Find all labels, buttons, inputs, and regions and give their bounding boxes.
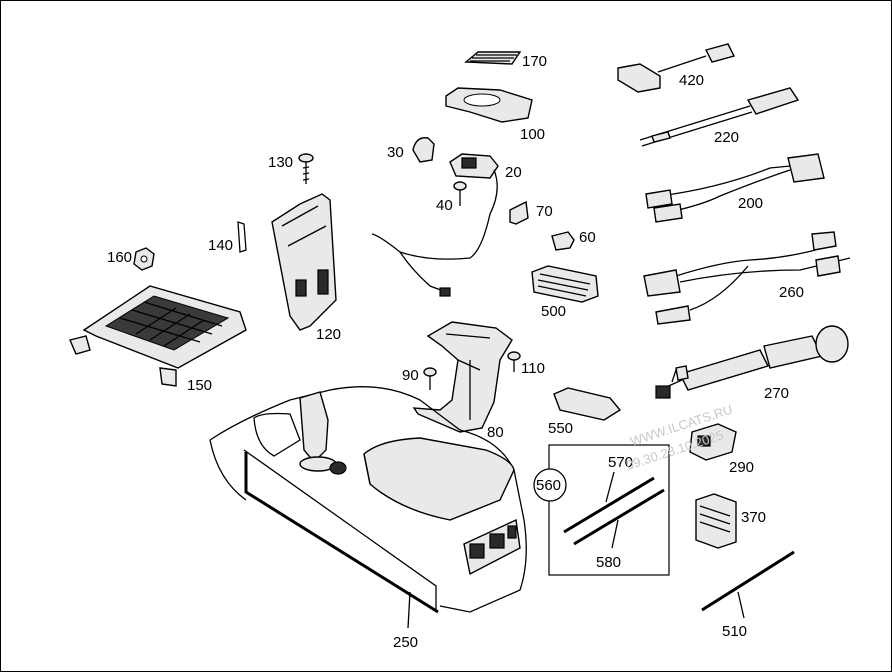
part-80-drawing[interactable]: [412, 321, 513, 433]
label-290[interactable]: 290: [729, 459, 754, 476]
part-100-drawing[interactable]: [445, 87, 533, 123]
part-370-drawing[interactable]: [695, 493, 737, 549]
label-100[interactable]: 100: [520, 126, 545, 143]
label-40[interactable]: 40: [436, 197, 453, 214]
part-70-drawing[interactable]: [509, 200, 529, 225]
label-20[interactable]: 20: [505, 164, 522, 181]
part-220-drawing[interactable]: [639, 87, 800, 147]
part-260-drawing[interactable]: [643, 231, 851, 325]
part-140-drawing[interactable]: [237, 221, 247, 253]
part-290-drawing[interactable]: [689, 423, 737, 461]
label-30[interactable]: 30: [387, 144, 404, 161]
label-200[interactable]: 200: [738, 195, 763, 212]
part-270-drawing[interactable]: [655, 325, 849, 399]
label-270[interactable]: 270: [764, 385, 789, 402]
part-160-drawing[interactable]: [133, 247, 155, 271]
part-110-drawing[interactable]: [507, 351, 521, 372]
leader-250: [407, 591, 411, 629]
label-120[interactable]: 120: [316, 326, 341, 343]
part-570-580-drawing[interactable]: [563, 471, 665, 549]
label-580[interactable]: 580: [596, 554, 621, 571]
label-370[interactable]: 370: [741, 509, 766, 526]
part-130-drawing[interactable]: [298, 153, 314, 184]
label-60[interactable]: 60: [579, 229, 596, 246]
kit-560-box: [548, 444, 670, 576]
label-570[interactable]: 570: [608, 454, 633, 471]
label-420[interactable]: 420: [679, 72, 704, 89]
label-560[interactable]: 560: [536, 477, 561, 494]
part-20-drawing[interactable]: [371, 153, 499, 297]
label-500[interactable]: 500: [541, 303, 566, 320]
part-420-drawing[interactable]: [617, 43, 736, 93]
part-510-drawing[interactable]: [701, 550, 795, 619]
label-170[interactable]: 170: [522, 53, 547, 70]
label-550[interactable]: 550: [548, 420, 573, 437]
kit-560-circle: [533, 468, 567, 502]
label-90[interactable]: 90: [402, 367, 419, 384]
part-150-drawing[interactable]: [69, 285, 247, 387]
part-250-drawing[interactable]: [209, 386, 527, 614]
label-150[interactable]: 150: [187, 377, 212, 394]
part-200-drawing[interactable]: [645, 153, 825, 223]
label-260[interactable]: 260: [779, 284, 804, 301]
label-250[interactable]: 250: [393, 634, 418, 651]
label-130[interactable]: 130: [268, 154, 293, 171]
part-550-drawing[interactable]: [553, 387, 622, 421]
label-140[interactable]: 140: [208, 237, 233, 254]
label-110[interactable]: 110: [521, 360, 545, 377]
label-220[interactable]: 220: [714, 129, 739, 146]
label-510[interactable]: 510: [722, 623, 747, 640]
part-500-drawing[interactable]: [531, 265, 599, 303]
part-40-drawing[interactable]: [453, 181, 467, 206]
part-30-drawing[interactable]: [412, 137, 435, 163]
label-70[interactable]: 70: [536, 203, 553, 220]
part-120-drawing[interactable]: [271, 193, 337, 331]
label-80[interactable]: 80: [487, 424, 504, 441]
part-60-drawing[interactable]: [551, 231, 575, 251]
part-170-drawing[interactable]: [464, 51, 522, 65]
label-160[interactable]: 160: [107, 249, 132, 266]
part-90-drawing[interactable]: [423, 367, 437, 390]
